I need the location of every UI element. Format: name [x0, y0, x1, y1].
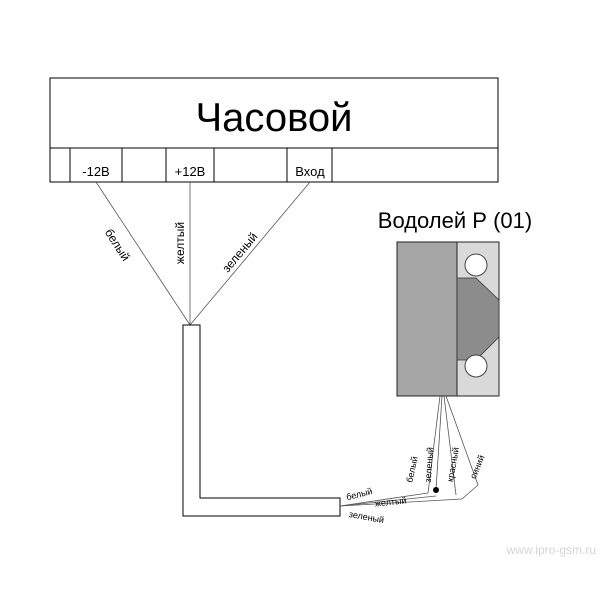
terminal-wires: [95, 181, 311, 326]
terminal-plus-12v: +12В: [175, 164, 206, 179]
guard-title: Часовой: [196, 96, 353, 140]
lead-blue-tail: [461, 484, 479, 500]
cable-fan-wires: [339, 492, 463, 507]
module-body: [396, 241, 500, 397]
lead-blue: [445, 395, 479, 486]
wire-label-yellow: желтый: [173, 222, 187, 264]
fan-wire-green: [339, 498, 463, 507]
wire-label-white: белый: [102, 226, 133, 263]
module-leads: [427, 395, 479, 500]
cable: [182, 324, 341, 517]
mount-hole-icon: [464, 354, 488, 378]
lead-label-blue: синий: [468, 454, 486, 481]
lead-label-green: зеленый: [423, 447, 435, 483]
wire-green: [189, 181, 311, 326]
fan-wire-white: [339, 492, 429, 507]
module-main-part: [396, 241, 458, 397]
fan-label-yellow: желтый: [374, 495, 406, 508]
lead-label-red: красный: [445, 446, 461, 482]
fan-label-green: зеленый: [348, 509, 385, 525]
terminal-input: Вход: [295, 164, 325, 179]
wire-white: [95, 181, 191, 326]
watermark: www.ipro-gsm.ru: [506, 543, 596, 557]
lead-label-white: белый: [404, 455, 419, 483]
junction-dot: [433, 487, 439, 493]
mount-hole-icon: [464, 253, 488, 277]
guard-outline: [49, 77, 499, 183]
fan-wire-yellow: [339, 495, 437, 507]
lead-red: [443, 395, 457, 496]
lead-green: [435, 395, 443, 491]
module-wedge: [456, 277, 500, 361]
lead-white: [427, 395, 441, 494]
terminal-minus-12v: -12В: [82, 164, 109, 179]
module-title: Водолей Р (01): [378, 208, 532, 233]
fan-label-white: белый: [345, 486, 373, 502]
guard-block: Часовой -12В +12В Вход: [49, 77, 499, 183]
wire-label-green: зеленый: [219, 230, 260, 275]
